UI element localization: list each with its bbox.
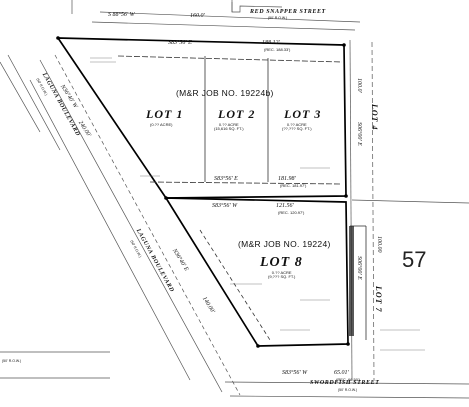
mid-upper-distance: 181.98'	[278, 176, 296, 182]
lot-1-area: (0.?? ACRE)	[150, 122, 173, 127]
upper-job-number: (M&R JOB NO. 19224b)	[176, 88, 274, 98]
monument-1	[56, 36, 60, 40]
lot-8-area: 0.?? ACRE (9,??? SQ. FT.)	[268, 270, 296, 279]
block-number: 57	[402, 247, 427, 272]
lot-2-area: 0.?? ACRE (15,616 SQ. FT.)	[214, 122, 244, 131]
swordfish-street-line	[224, 381, 469, 385]
setback-line-top	[117, 55, 343, 63]
mid-upper-bearing: S83°56' E	[214, 176, 238, 182]
laguna-street-edge-1	[39, 59, 223, 393]
swordfish-street-line-2	[229, 395, 469, 399]
top-south-record: (REC. 188.33')	[264, 47, 291, 52]
monument-6	[256, 344, 260, 348]
right-adjoining-block-line	[351, 199, 469, 204]
laguna-street-edge-2	[29, 79, 191, 381]
bottom-bearing: S83°56' W	[282, 370, 308, 376]
monument-5	[346, 342, 350, 346]
east-bearing-label: S06°00' E	[356, 122, 362, 146]
red-snapper-street-line-2	[91, 21, 356, 31]
red-snapper-street-line	[99, 11, 361, 23]
bottom-distance: 65.01'	[334, 370, 349, 376]
lot-2-title: LOT 2	[218, 107, 256, 121]
lower-setback-diag	[199, 229, 271, 341]
lot-8-title: LOT 8	[260, 255, 303, 270]
laguna-center-line	[54, 54, 241, 396]
top-right-building-outline	[231, 2, 283, 13]
red-snapper-row-label: (50' R.O.W.)	[268, 16, 288, 20]
monument-3	[344, 194, 348, 198]
swordfish-street-label: SWORDFISH STREET	[310, 380, 380, 386]
left-row-label: (50' R.O.W.)	[2, 359, 22, 363]
swordfish-row-label: (50' R.O.W.)	[338, 388, 358, 392]
setback-line-mid	[149, 181, 343, 185]
monument-4	[164, 196, 168, 200]
mid-lower-bearing: S83°56' W	[212, 203, 238, 209]
lot-1-title: LOT 1	[146, 107, 184, 121]
mid-lower-distance: 121.56'	[276, 203, 294, 209]
mid-upper-record: (REC. 181.97')	[280, 183, 307, 188]
lot-7-bearing: S06°00' E	[356, 256, 362, 280]
top-south-distance: 188.12'	[262, 40, 280, 46]
monument-2	[342, 43, 346, 47]
lower-parcel-boundary	[165, 197, 349, 347]
lot-7-distance: 100.00	[376, 236, 382, 253]
lot-3-title: LOT 3	[284, 107, 322, 121]
top-north-distance: 160.0'	[190, 13, 205, 19]
lot-7-hatch	[349, 226, 354, 336]
lot-3-area: 0.?? ACRE (??,??? SQ. FT.)	[282, 122, 312, 131]
lower-job-number: (M&R JOB NO. 19224)	[238, 239, 331, 249]
top-north-bearing: S 88°56' W	[108, 12, 135, 18]
left-row-line-1	[0, 61, 41, 133]
right-far-line	[371, 41, 375, 381]
east-distance-label: 100.0'	[356, 78, 362, 93]
left-row-line-2	[7, 54, 61, 151]
bottom-record: (REC. 66.50')	[336, 377, 361, 382]
lot-4-title: LOT 4	[370, 104, 379, 131]
red-snapper-street-label: RED SNAPPER STREET	[250, 9, 326, 15]
top-south-bearing: S83°56' E	[168, 40, 192, 46]
mid-lower-record: (REC. 120.97')	[278, 210, 305, 215]
lot-7-title: LOT 7	[374, 286, 383, 313]
